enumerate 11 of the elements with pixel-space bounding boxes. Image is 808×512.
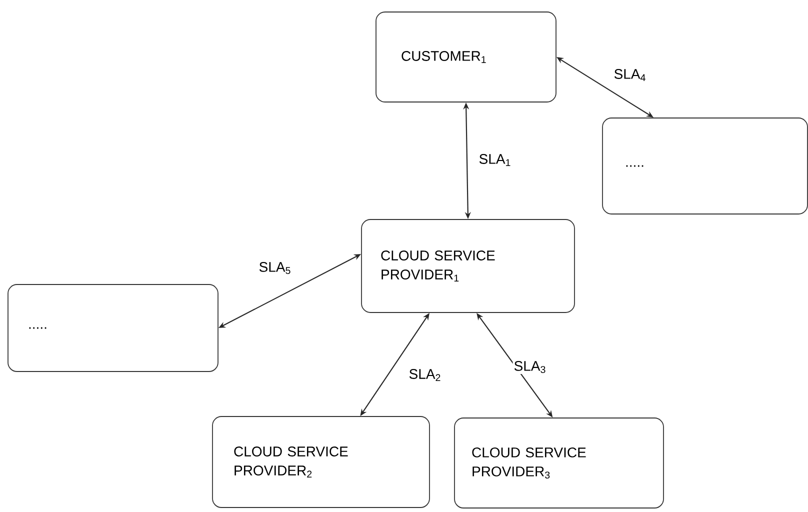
process-box: CUSTOMER$_{1}$ [376, 12, 556, 102]
edge-label: SLA$_{5}$ [258, 261, 292, 276]
process-box: ..... [8, 284, 218, 372]
process-box: CLOUD SERVICE PROVIDER$_{2}$ [212, 416, 430, 508]
process-box: CLOUD SERVICE PROVIDER$_{1}$ [361, 219, 575, 313]
edge-label: SLA$_{3}$ [512, 360, 548, 374]
process-box: ..... [602, 118, 808, 214]
process-box: CLOUD SERVICE PROVIDER$_{3}$ [454, 418, 664, 508]
edge-label: SLA$_{2}$ [408, 368, 442, 382]
edge-label: SLA$_{4}$ [612, 68, 648, 82]
edge-label: SLA$_{1}$ [478, 153, 512, 167]
